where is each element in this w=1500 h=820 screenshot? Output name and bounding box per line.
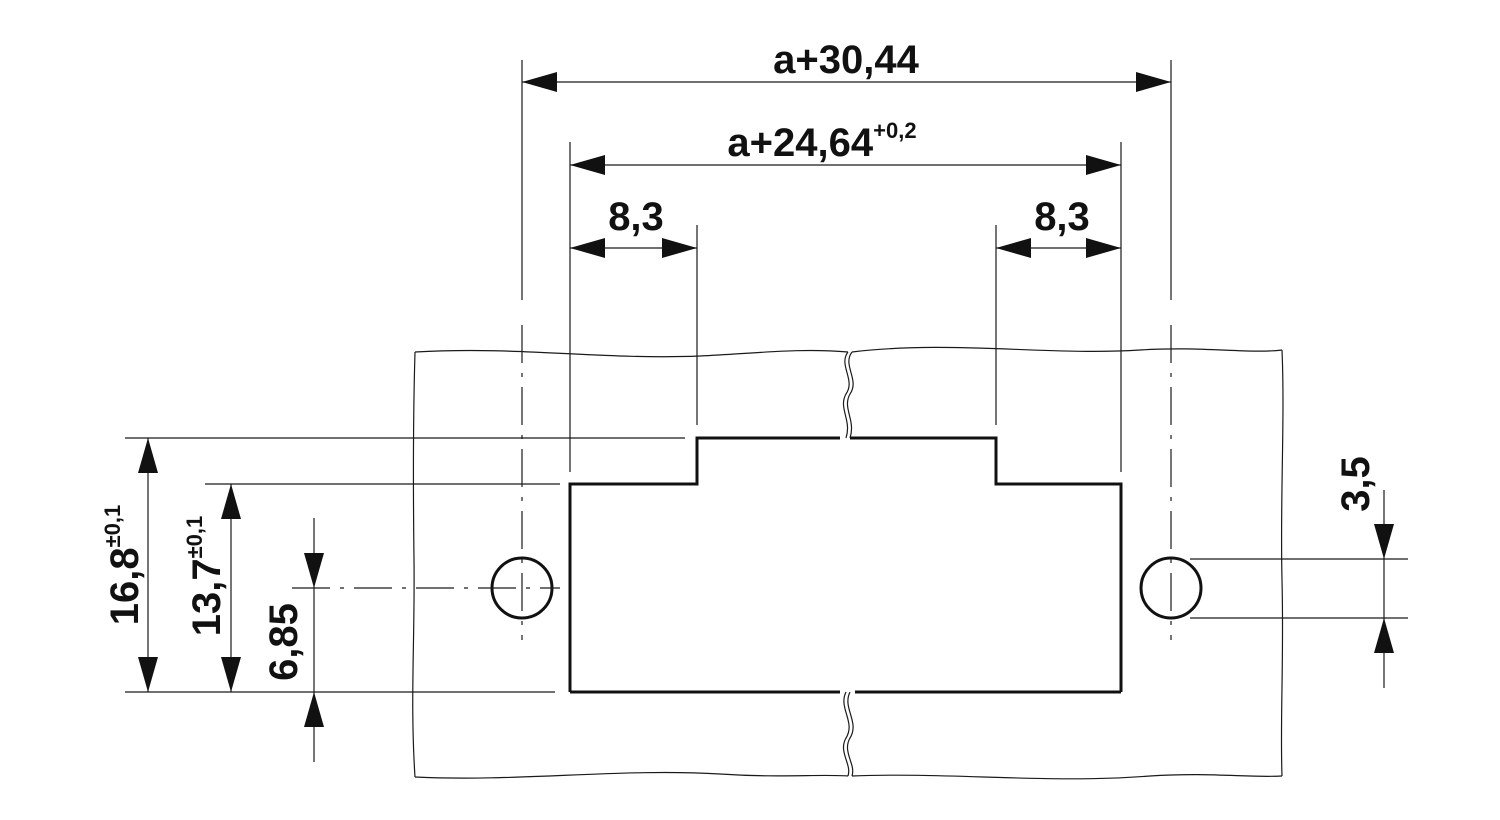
arrow-left-step-a [570, 238, 605, 258]
panel-bottom-edge-right [851, 773, 1283, 780]
cutout-top-right [850, 436, 1123, 692]
label-left-step: 8,3 [608, 195, 664, 239]
label-right-step: 8,3 [1034, 195, 1090, 239]
panel-plate [412, 346, 1284, 780]
label-overall-width: a+30,44 [773, 38, 919, 82]
arrow-cutout-height-top [221, 484, 241, 519]
panel-bottom-edge-left [414, 771, 849, 779]
arrow-total-height-bottom [138, 657, 158, 692]
arrow-hole-diameter-bottom [1374, 618, 1394, 653]
panel-top-edge-left [414, 349, 849, 358]
right-mounting-hole [1139, 556, 1203, 620]
label-hole-diameter: 3,5 [1334, 456, 1378, 512]
label-cutout-height: 13,7±0,1 [182, 516, 229, 637]
panel-top-edge-right [851, 346, 1283, 353]
arrow-hole-height-top [304, 553, 324, 588]
cutout-outline [568, 436, 1123, 694]
break-line-bottom-a [842, 691, 850, 777]
label-cutout-width: a+24,64+0,2 [727, 118, 916, 165]
label-cutout-width-tolerance: +0,2 [873, 118, 916, 143]
arrow-total-height-top [138, 438, 158, 473]
arrow-right-step-b [1086, 238, 1121, 258]
center-lines [292, 325, 1172, 640]
panel-left-edge [412, 351, 416, 778]
label-hole-center-height: 6,85 [262, 603, 306, 681]
arrow-hole-diameter-top [1374, 524, 1394, 559]
panel-right-edge [1280, 349, 1284, 777]
break-line-top-a [842, 351, 850, 439]
label-total-height: 16,8±0,1 [100, 505, 147, 626]
break-line-top-b [846, 351, 854, 439]
mounting-holes [490, 556, 1203, 620]
cutout-top-left [568, 436, 840, 692]
arrow-overall-right [1136, 72, 1171, 92]
arrow-overall-left [522, 72, 557, 92]
arrow-left-step-b [662, 238, 697, 258]
arrow-hole-height-bottom [304, 692, 324, 727]
arrow-cutout-left [570, 155, 605, 175]
dimension-lines [138, 72, 1394, 762]
extension-lines [125, 60, 1408, 693]
dimension-labels: a+30,44 a+24,64+0,2 8,3 8,3 16,8±0,1 13,… [100, 38, 1378, 681]
break-line-bottom-b [846, 691, 854, 777]
arrow-right-step-a [996, 238, 1031, 258]
arrow-cutout-right [1086, 155, 1121, 175]
label-total-height-tolerance: ±0,1 [100, 505, 125, 548]
arrow-cutout-height-bottom [221, 657, 241, 692]
label-cutout-height-tolerance: ±0,1 [182, 516, 207, 559]
